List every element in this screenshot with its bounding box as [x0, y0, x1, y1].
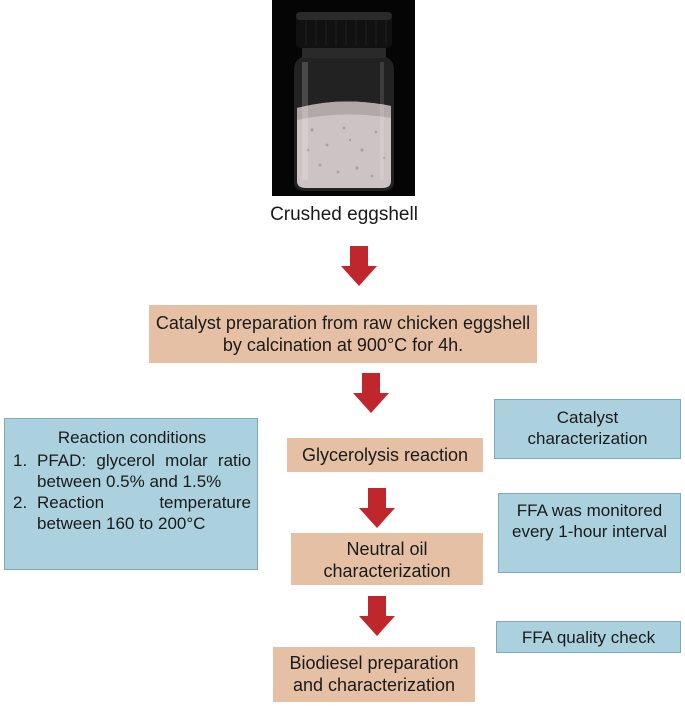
glycerolysis-box: Glycerolysis reaction	[287, 438, 483, 472]
reaction-conditions-list: 1. PFAD: glycerol molar ratio between 0.…	[13, 450, 251, 534]
photo-caption: Crushed eggshell	[270, 204, 418, 225]
condition-item: 2. Reaction temperature between 160 to 2…	[13, 492, 251, 534]
condition-number: 2.	[13, 493, 28, 512]
down-arrow-icon	[341, 246, 377, 286]
biodiesel-box: Biodiesel preparation and characterizati…	[273, 647, 475, 702]
condition-number: 1.	[13, 451, 28, 470]
ffa-monitoring-text: FFA was monitored every 1-hour interval	[512, 501, 667, 541]
ffa-quality-box: FFA quality check	[496, 621, 681, 653]
neutral-oil-text: Neutral oil characterization	[323, 539, 451, 581]
catalyst-characterization-box: Catalyst characterization	[494, 399, 681, 459]
ffa-monitoring-box: FFA was monitored every 1-hour interval	[498, 493, 681, 573]
reaction-conditions-box: Reaction conditions 1. PFAD: glycerol mo…	[4, 418, 258, 570]
ffa-quality-text: FFA quality check	[521, 628, 656, 647]
condition-item: 1. PFAD: glycerol molar ratio between 0.…	[13, 450, 251, 492]
catalyst-characterization-text: Catalyst characterization	[527, 408, 648, 448]
condition-text: PFAD: glycerol molar ratio between 0.5% …	[37, 451, 251, 491]
eggshell-jar-photo	[272, 0, 415, 196]
catalyst-preparation-text: Catalyst preparation from raw chicken eg…	[155, 313, 531, 355]
down-arrow-icon	[359, 596, 395, 636]
reaction-conditions-title: Reaction conditions	[57, 428, 207, 447]
down-arrow-icon	[353, 373, 389, 413]
biodiesel-text: Biodiesel preparation and characterizati…	[289, 653, 459, 695]
catalyst-preparation-box: Catalyst preparation from raw chicken eg…	[149, 305, 537, 363]
condition-text: Reaction temperature between 160 to 200°…	[37, 493, 251, 533]
neutral-oil-box: Neutral oil characterization	[291, 533, 483, 585]
glycerolysis-text: Glycerolysis reaction	[301, 445, 469, 465]
down-arrow-icon	[359, 488, 395, 528]
